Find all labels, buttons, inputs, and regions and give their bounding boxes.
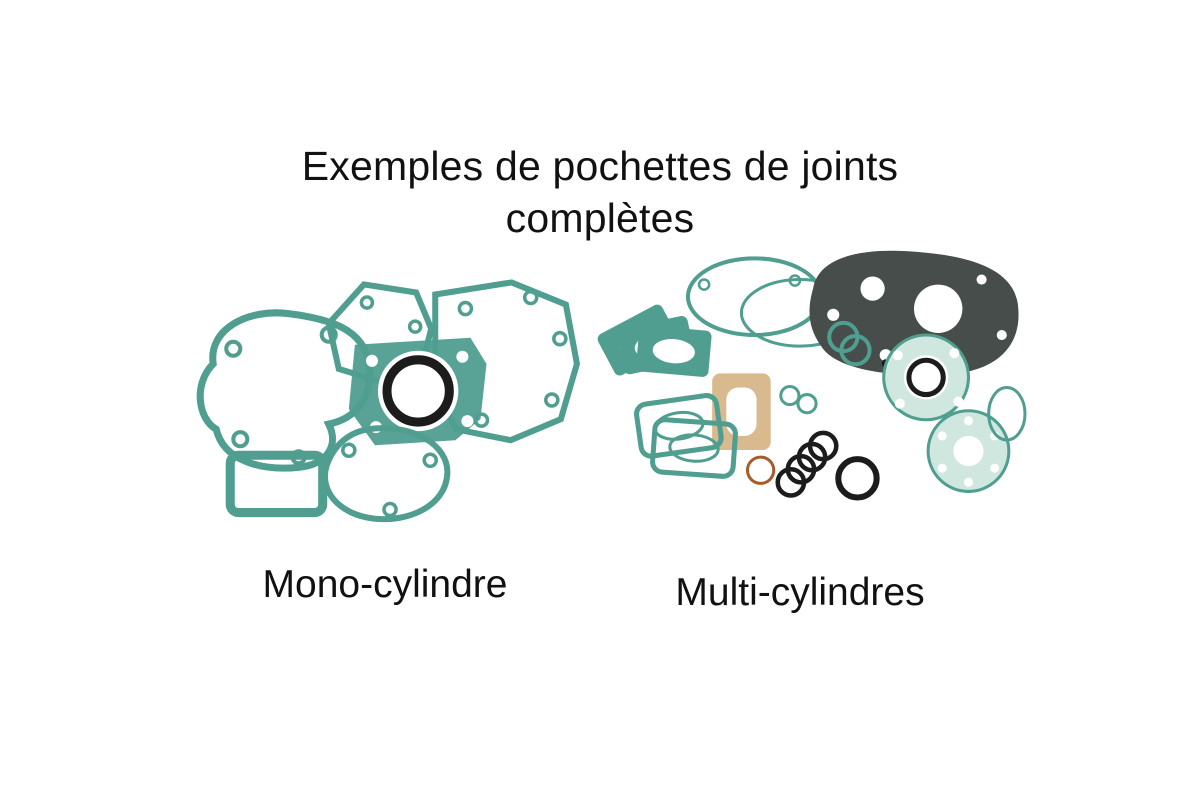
page-title-line-1: Exemples de pochettes de joints: [301, 143, 899, 189]
multi-cylinder-gasket-kit-photo: [597, 250, 1027, 501]
mono-cylinder-gasket-kit-photo: [196, 279, 581, 523]
round-cover-gaskets: [926, 385, 1027, 493]
teal-head-gasket-with-oring: [882, 333, 970, 422]
small-teal-rings: [827, 320, 872, 367]
base-gasket-outlines: [634, 393, 738, 479]
clutch-cover-gasket-outline: [322, 425, 451, 523]
page-title-line-2: complètes: [505, 195, 695, 242]
base-gasket-fan: [597, 304, 712, 377]
cylinder-head-gasket: [348, 337, 487, 446]
valve-cover-gasket: [225, 450, 328, 518]
small-round-gaskets: [745, 384, 818, 485]
dark-crankcase-gasket: [809, 250, 1019, 376]
paper-gasket: [712, 373, 771, 451]
caption-mono-cylindre: Mono-cylindre: [262, 563, 508, 606]
oring-stack: [775, 430, 880, 501]
caption-multi-cylindres: Multi-cylindres: [675, 571, 925, 614]
page-title: Exemples de pochettes de joints complète…: [0, 140, 1200, 245]
